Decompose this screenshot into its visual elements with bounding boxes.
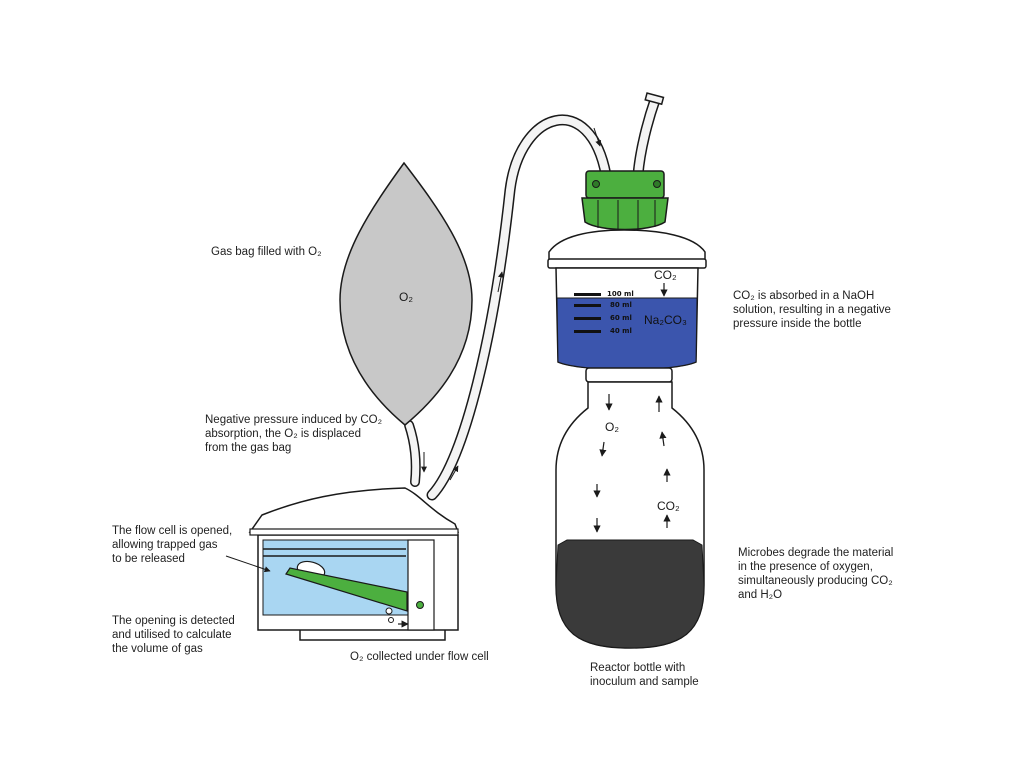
cell-to-bottle-tube: [426, 114, 612, 501]
bottle-cap: [581, 170, 669, 231]
opening-detected-label: The opening is detected and utilised to …: [112, 615, 235, 655]
scale-mark-100: 100 ml: [607, 290, 634, 298]
co2-absorbed-label: CO₂ is absorbed in a NaOH solution, resu…: [733, 290, 891, 330]
reactor-bottle: [555, 367, 705, 649]
gas-bag-label: Gas bag filled with O₂: [211, 246, 322, 258]
reactor-bottle-label: Reactor bottle with inoculum and sample: [590, 662, 699, 688]
negative-pressure-label: Negative pressure induced by CO₂ absorpt…: [205, 414, 383, 454]
gas-bag: [339, 161, 473, 426]
o2-collected-label: O₂ collected under flow cell: [350, 651, 489, 663]
flow-cell-pointer: [225, 555, 271, 573]
flow-cell-opened-label: The flow cell is opened, allowing trappe…: [112, 525, 233, 565]
bag-to-cell-tube: [404, 420, 427, 487]
scale-mark-80: 80 ml: [610, 301, 632, 309]
bottle-o2-label: O₂: [605, 420, 619, 434]
cup-solution-label: Na₂CO₃: [644, 313, 687, 327]
microbes-label: Microbes degrade the material in the pre…: [738, 547, 894, 601]
vent-tube: [632, 92, 665, 176]
flow-cell: [248, 487, 460, 641]
absorber-lid: [547, 229, 707, 269]
absorber-cup: [555, 267, 699, 371]
scale-mark-40: 40 ml: [610, 327, 632, 335]
scale-mark-60: 60 ml: [610, 314, 632, 322]
bottle-co2-label: CO₂: [657, 499, 680, 513]
cup-co2-label: CO₂: [654, 268, 677, 282]
bag-gas-label: O₂: [399, 290, 413, 304]
